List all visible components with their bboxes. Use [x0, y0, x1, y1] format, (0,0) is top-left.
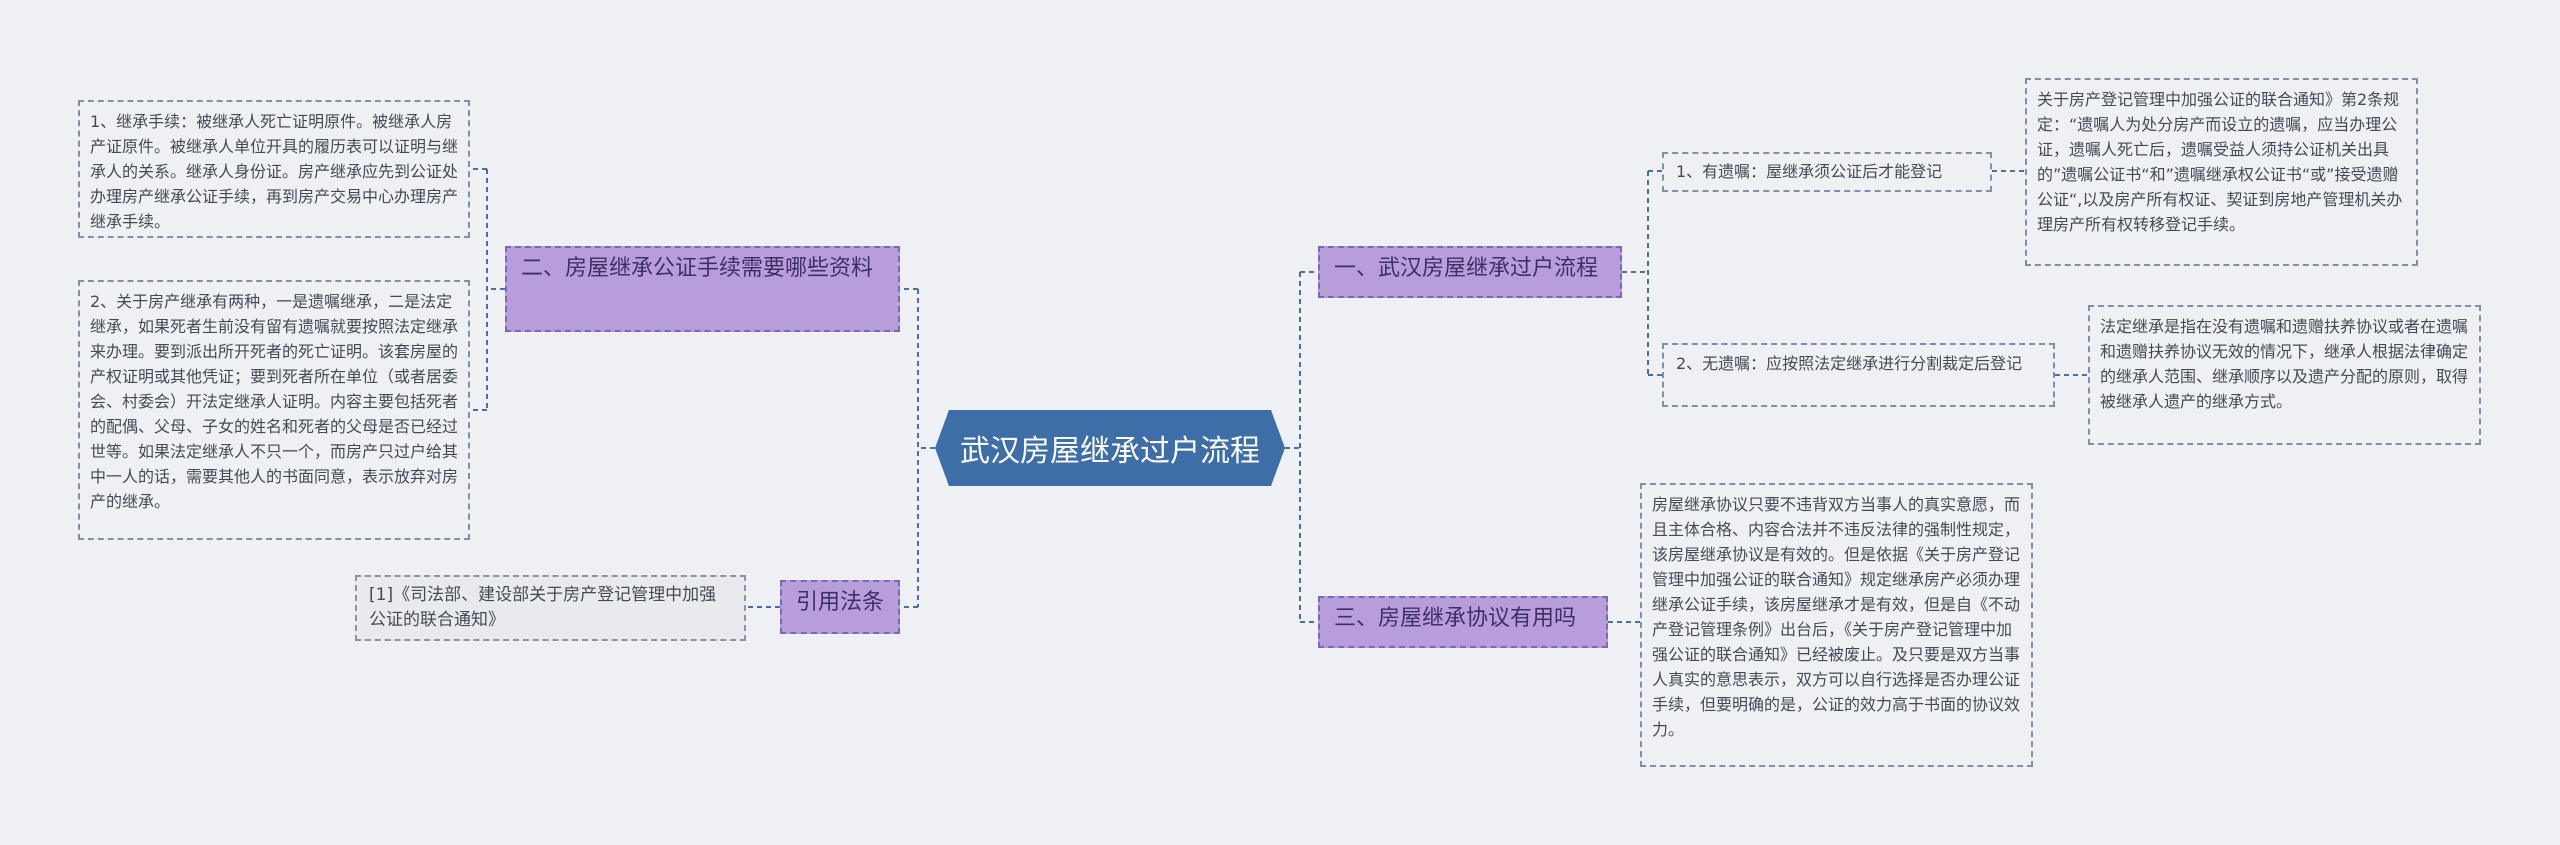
- leaf-inheritance-procedures: 1、继承手续：被继承人死亡证明原件。被继承人房产证原件。被继承人单位开具的履历表…: [78, 100, 470, 238]
- leaf-agreement-detail: 房屋继承协议只要不违背双方当事人的真实意愿，而且主体合格、内容合法并不违反法律的…: [1640, 483, 2033, 767]
- leaf-with-will-detail: 关于房产登记管理中加强公证的联合通知》第2条规定：“遗嘱人为处分房产而设立的遗嘱…: [2025, 78, 2418, 266]
- sub-node-with-will[interactable]: 1、有遗嘱：屋继承须公证后才能登记: [1662, 152, 1992, 192]
- branch-agreement-valid[interactable]: 三、房屋继承协议有用吗: [1318, 596, 1608, 648]
- root-label: 武汉房屋继承过户流程: [960, 434, 1260, 469]
- branch-notarization-documents[interactable]: 二、房屋继承公证手续需要哪些资料: [505, 246, 900, 332]
- leaf-cited-law-reference: [1]《司法部、建设部关于房产登记管理中加强公证的联合通知》: [355, 575, 746, 641]
- branch-label: 二、房屋继承公证手续需要哪些资料: [521, 256, 874, 281]
- branch-label: 引用法条: [796, 590, 885, 615]
- sub-node-label: 2、无遗嘱：应按照法定继承进行分割裁定后登记: [1676, 354, 2023, 373]
- leaf-text: 关于房产登记管理中加强公证的联合通知》第2条规定：“遗嘱人为处分房产而设立的遗嘱…: [2037, 90, 2403, 234]
- branch-inheritance-process[interactable]: 一、武汉房屋继承过户流程: [1318, 246, 1622, 298]
- leaf-without-will-detail: 法定继承是指在没有遗嘱和遗赠扶养协议或者在遗嘱和遗赠扶养协议无效的情况下，继承人…: [2088, 305, 2481, 445]
- sub-node-label: 1、有遗嘱：屋继承须公证后才能登记: [1676, 162, 1943, 181]
- leaf-text: 法定继承是指在没有遗嘱和遗赠扶养协议或者在遗嘱和遗赠扶养协议无效的情况下，继承人…: [2100, 317, 2469, 411]
- leaf-text: 1、继承手续：被继承人死亡证明原件。被继承人房产证原件。被继承人单位开具的履历表…: [90, 112, 459, 231]
- branch-label: 三、房屋继承协议有用吗: [1334, 606, 1577, 631]
- leaf-two-types-inheritance: 2、关于房产继承有两种，一是遗嘱继承，二是法定继承，如果死者生前没有留有遗嘱就要…: [78, 280, 470, 540]
- sub-node-without-will[interactable]: 2、无遗嘱：应按照法定继承进行分割裁定后登记: [1662, 343, 2055, 407]
- leaf-text: 2、关于房产继承有两种，一是遗嘱继承，二是法定继承，如果死者生前没有留有遗嘱就要…: [90, 292, 459, 511]
- branch-label: 一、武汉房屋继承过户流程: [1334, 256, 1599, 281]
- leaf-text: [1]《司法部、建设部关于房产登记管理中加强公证的联合通知》: [369, 585, 717, 630]
- leaf-text: 房屋继承协议只要不违背双方当事人的真实意愿，而且主体合格、内容合法并不违反法律的…: [1652, 495, 2021, 739]
- root-node[interactable]: 武汉房屋继承过户流程: [935, 410, 1285, 486]
- branch-cited-law[interactable]: 引用法条: [780, 580, 900, 634]
